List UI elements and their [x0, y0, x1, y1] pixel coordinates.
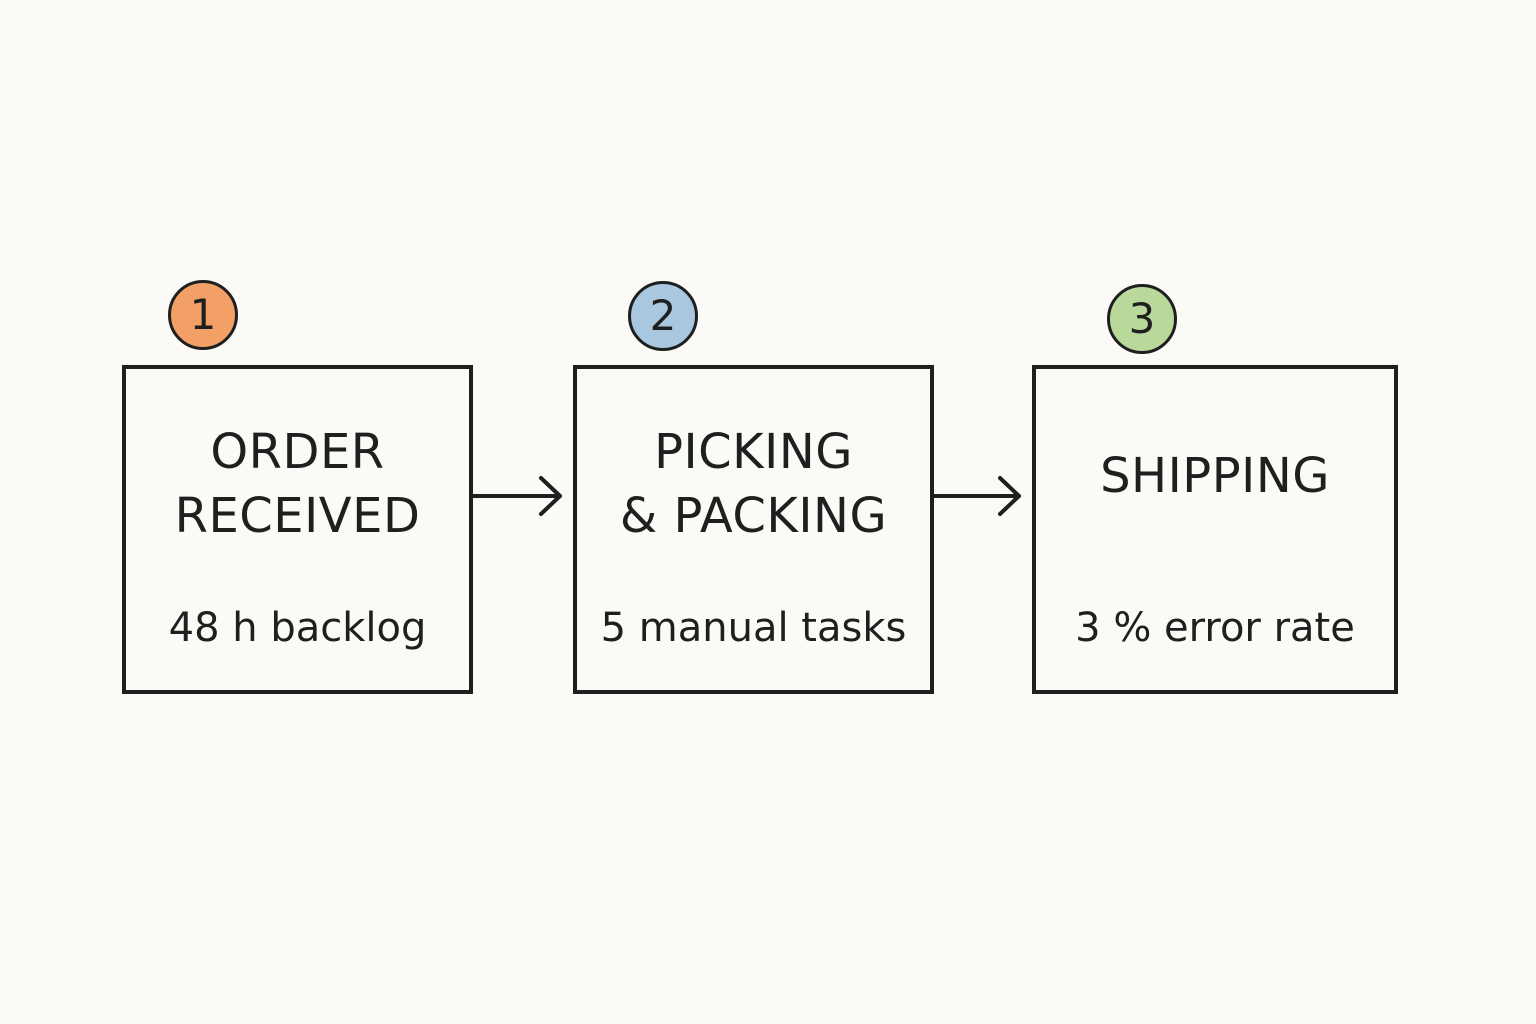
arrow-2-head	[998, 476, 1021, 516]
step-1-number: 1	[189, 290, 217, 339]
step-3-badge: 3	[1107, 284, 1177, 354]
step-1-box: ORDER RECEIVED 48 h backlog	[122, 365, 473, 694]
step-2-box: PICKING & PACKING 5 manual tasks	[573, 365, 934, 694]
step-1-title: ORDER RECEIVED	[126, 420, 469, 548]
step-2-badge: 2	[628, 281, 698, 351]
step-3-metric: 3 % error rate	[1075, 605, 1355, 651]
step-2-metric: 5 manual tasks	[600, 605, 907, 651]
step-1-title-line-2: RECEIVED	[174, 488, 421, 544]
step-2-number: 2	[649, 291, 677, 340]
step-3-box: SHIPPING 3 % error rate	[1032, 365, 1398, 694]
step-3-title: SHIPPING	[1036, 444, 1394, 508]
step-3-title-line-1: SHIPPING	[1100, 448, 1330, 504]
step-2-title-line-1: PICKING	[654, 424, 853, 480]
step-2-title: PICKING & PACKING	[577, 420, 930, 548]
step-3-number: 3	[1128, 294, 1156, 343]
step-1-metric: 48 h backlog	[168, 605, 427, 651]
arrow-1-head	[539, 476, 562, 516]
step-2-title-line-2: & PACKING	[619, 488, 888, 544]
step-1-title-line-1: ORDER	[210, 424, 385, 480]
step-1-badge: 1	[168, 280, 238, 350]
